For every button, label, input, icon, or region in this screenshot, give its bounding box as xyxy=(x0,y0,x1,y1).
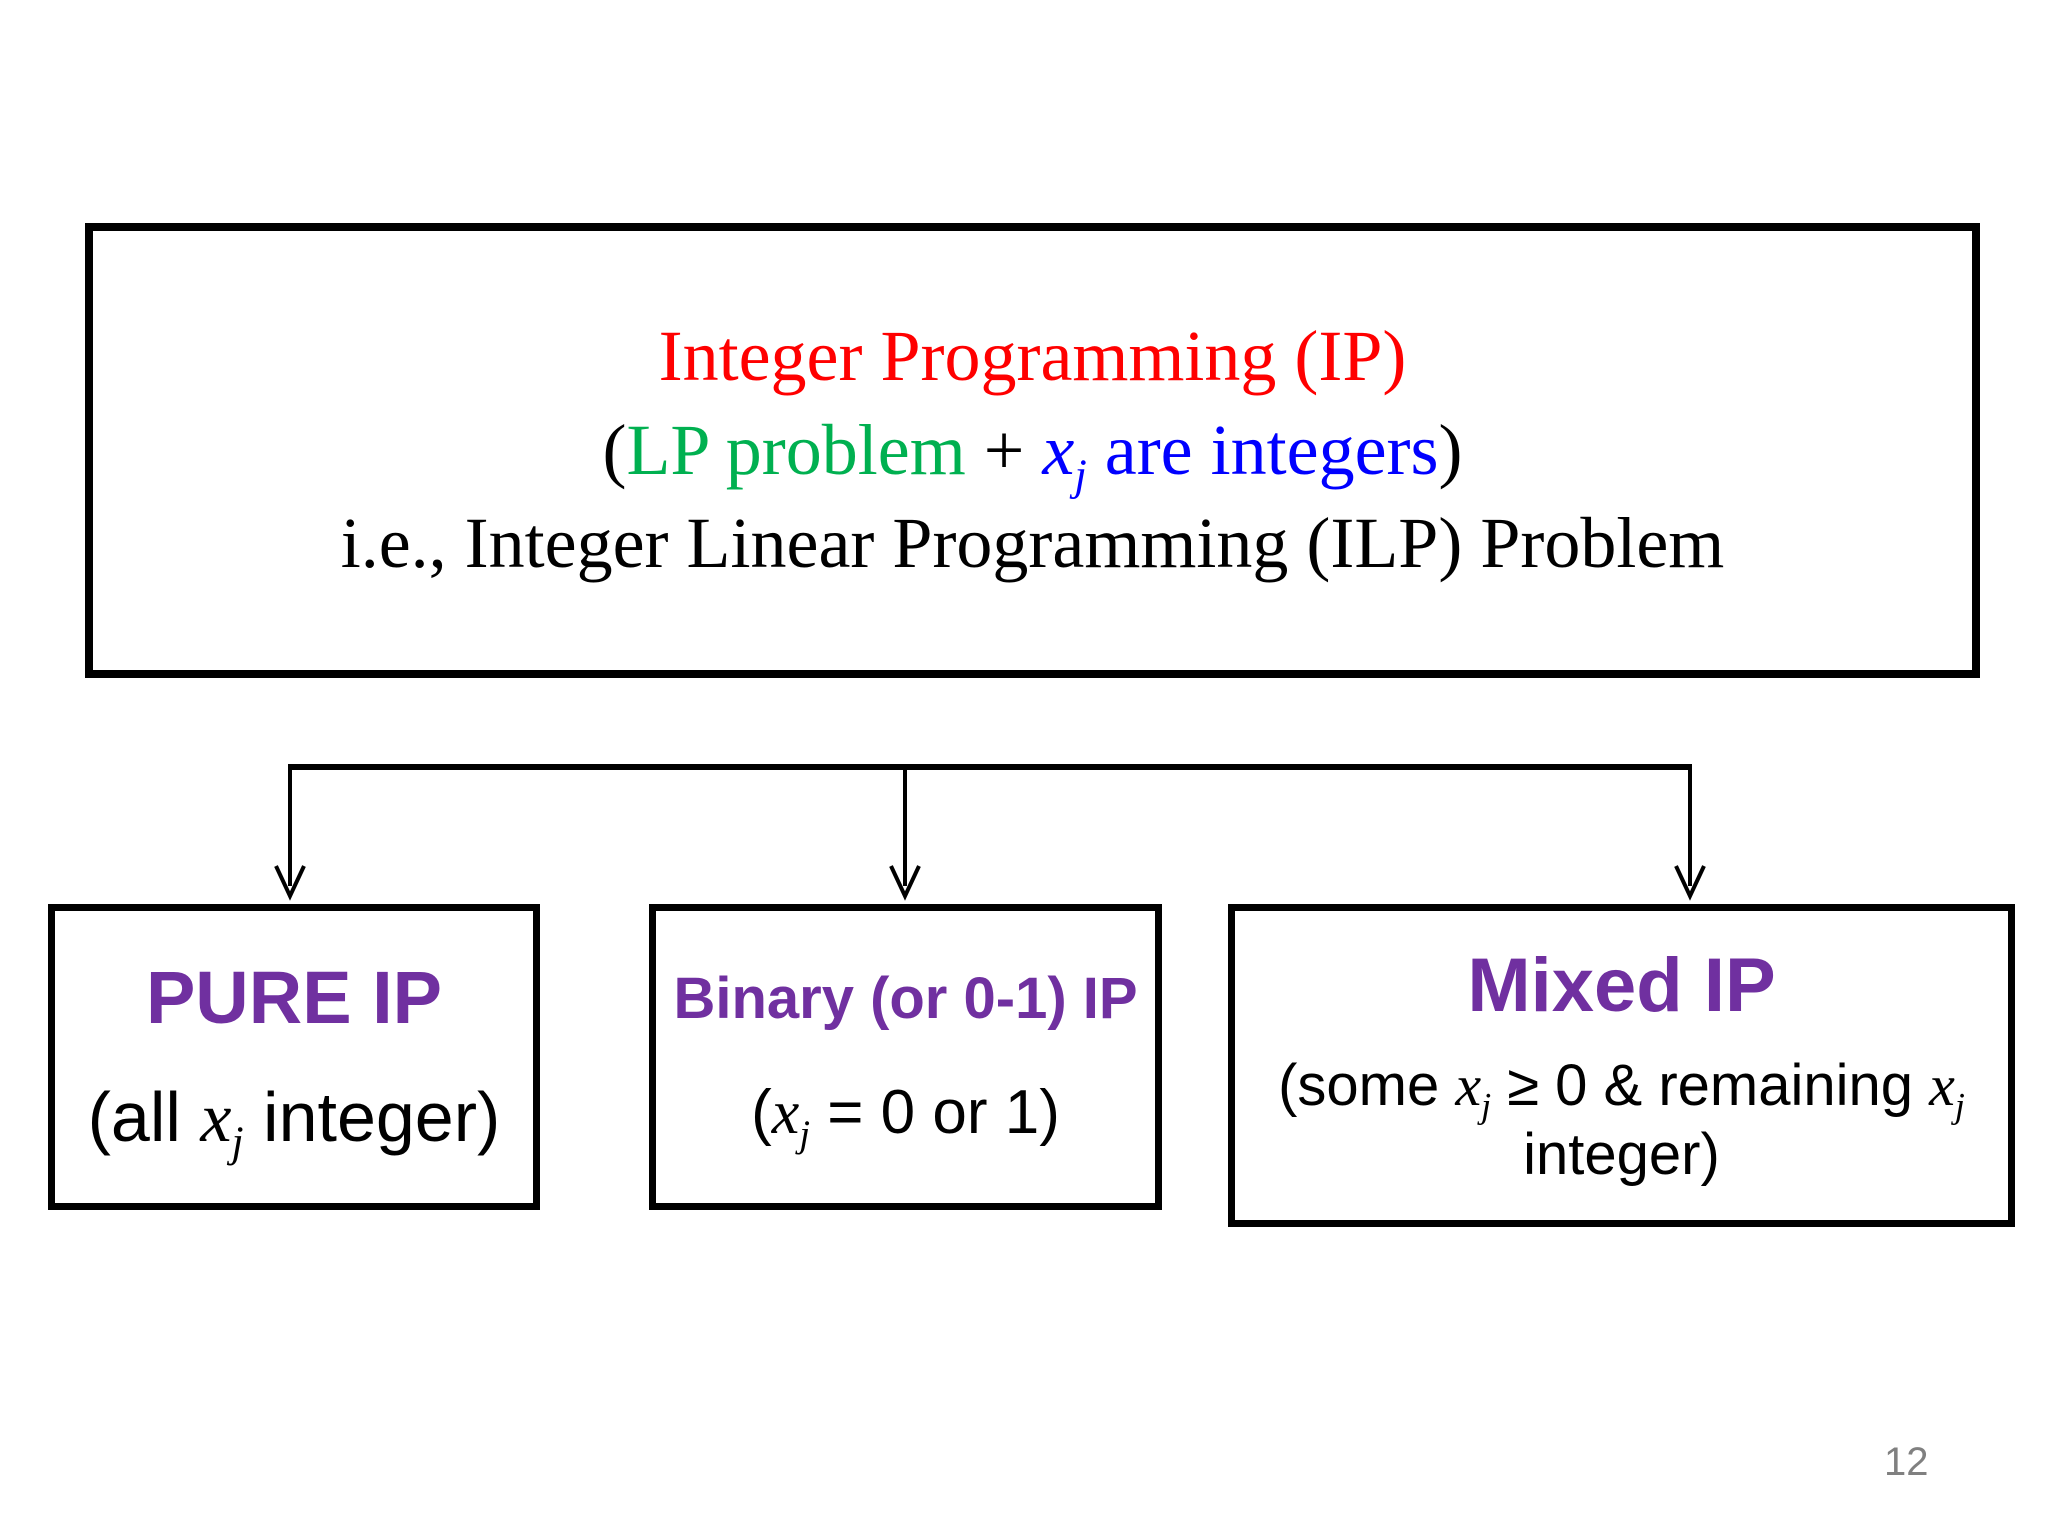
mixed-ip-title: Mixed IP xyxy=(1467,943,1776,1029)
ip-definition-box: Integer Programming (IP) (LP problem + x… xyxy=(85,223,1980,678)
binary-ip-title: Binary (or 0-1) IP xyxy=(673,965,1138,1031)
ip-alt-name: i.e., Integer Linear Programming (ILP) P… xyxy=(340,503,1725,584)
arrowhead-middle xyxy=(889,865,921,901)
ip-title: Integer Programming (IP) xyxy=(658,316,1407,397)
ip-subtitle: (LP problem + xj are integers) xyxy=(602,404,1462,498)
pure-ip-title: PURE IP xyxy=(145,956,443,1040)
close-paren: ) xyxy=(1438,409,1463,490)
math-x: x xyxy=(1042,409,1075,490)
math-x: x xyxy=(200,1079,232,1157)
binary-ip-box: Binary (or 0-1) IP (xj = 0 or 1) xyxy=(649,904,1162,1210)
binary-body-post: = 0 or 1) xyxy=(810,1078,1060,1148)
math-sub-j: j xyxy=(231,1117,244,1166)
are-integers-text: are integers xyxy=(1086,409,1439,490)
arrowhead-right xyxy=(1674,865,1706,901)
mixed-body-line2: integer) xyxy=(1523,1121,1720,1187)
math-sub-j: j xyxy=(799,1113,810,1156)
math-sub-j: j xyxy=(1074,449,1087,500)
mixed-ip-box: Mixed IP (some xj ≥ 0 & remaining xj int… xyxy=(1228,904,2015,1227)
pure-ip-body: (all xj integer) xyxy=(87,1077,501,1164)
mixed-body-pre: (some xyxy=(1278,1053,1456,1119)
binary-ip-body: (xj = 0 or 1) xyxy=(751,1077,1060,1154)
math-sub-j: j xyxy=(1954,1085,1965,1126)
lp-problem-text: LP problem xyxy=(626,409,966,490)
math-sub-j: j xyxy=(1481,1085,1492,1126)
page-number: 12 xyxy=(1884,1440,1929,1484)
mixed-ip-body: (some xj ≥ 0 & remaining xj integer) xyxy=(1278,1052,1965,1189)
binary-body-pre: ( xyxy=(751,1078,772,1148)
pure-body-post: integer) xyxy=(243,1077,501,1156)
open-paren: ( xyxy=(602,409,627,490)
math-x: x xyxy=(1455,1053,1482,1119)
math-x: x xyxy=(771,1079,800,1148)
mixed-body-line1: (some xj ≥ 0 & remaining xj xyxy=(1278,1052,1965,1124)
math-x: x xyxy=(1929,1053,1955,1119)
pure-ip-box: PURE IP (all xj integer) xyxy=(48,904,540,1210)
mixed-body-mid: ≥ 0 & remaining xyxy=(1491,1053,1930,1119)
plus-sign: + xyxy=(965,409,1043,490)
xj-integers-text: xj are integers xyxy=(1042,409,1439,497)
pure-body-pre: (all xyxy=(87,1077,201,1156)
arrowhead-left xyxy=(274,865,306,901)
